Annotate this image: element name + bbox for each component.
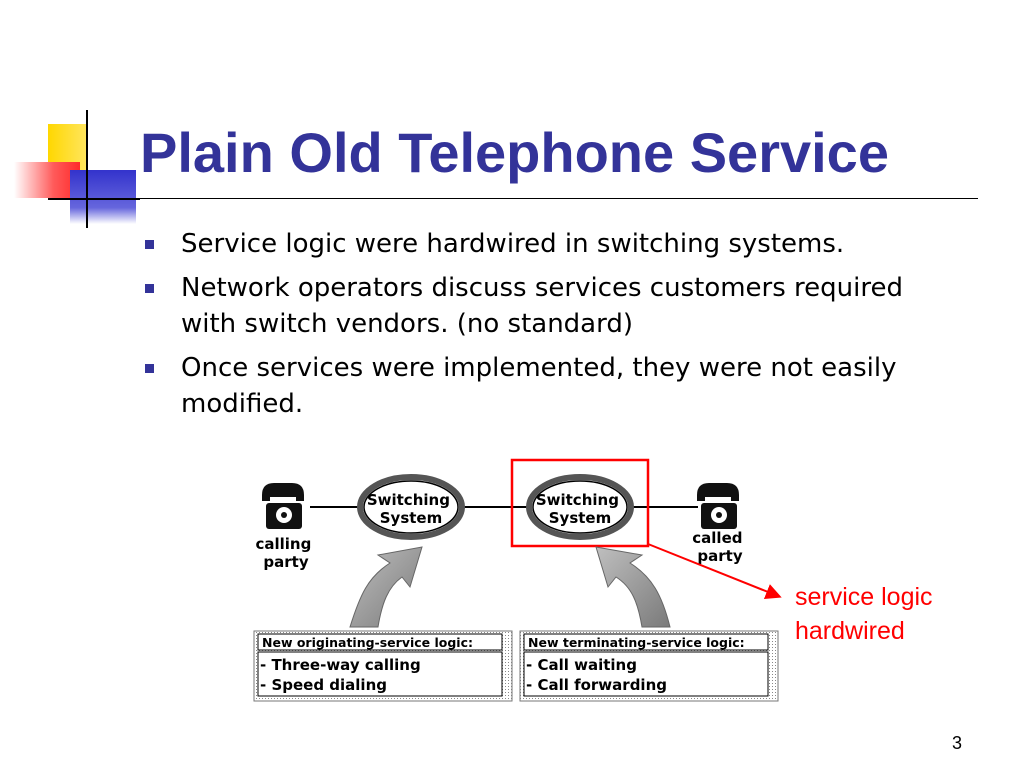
bullet-item: Network operators discuss services custo…	[145, 270, 965, 342]
deco-red-bar	[14, 162, 80, 198]
slide-title: Plain Old Telephone Service	[140, 121, 889, 184]
bullet-text: Service logic were hardwired in switchin…	[181, 229, 845, 259]
deco-vertical-line	[86, 110, 88, 228]
originating-box-header: New originating-service logic:	[262, 635, 473, 650]
terminating-item: - Call forwarding	[526, 676, 667, 694]
originating-item: - Speed dialing	[260, 676, 387, 694]
switching-system-left: Switching System	[357, 474, 465, 540]
deco-blue-square	[70, 170, 136, 224]
terminating-item: - Call waiting	[526, 656, 637, 674]
switching-system-right: Switching System	[526, 474, 634, 540]
callout-line: service logic	[795, 583, 933, 611]
calling-party-label: calling party	[255, 535, 316, 571]
terminating-box-header: New terminating-service logic:	[528, 635, 745, 650]
callout-line: hardwired	[795, 617, 905, 645]
corner-decoration	[10, 110, 140, 230]
called-phone-icon	[697, 483, 739, 529]
title-divider	[48, 198, 978, 199]
called-party-label: called party	[692, 529, 747, 565]
curved-arrow-left-icon	[349, 546, 423, 628]
callout-text: service logic hardwired	[795, 580, 933, 648]
callout-arrow-icon	[647, 543, 782, 599]
bullet-text: Network operators discuss services custo…	[181, 273, 903, 339]
bullet-square-icon	[145, 240, 154, 249]
originating-service-box: New originating-service logic: - Three-w…	[253, 630, 513, 702]
originating-item: - Three-way calling	[260, 656, 421, 674]
svg-text:Switching System: Switching System	[536, 491, 624, 527]
curved-arrow-right-icon	[595, 546, 671, 628]
bullet-square-icon	[145, 284, 154, 293]
highlight-box	[510, 458, 650, 548]
pots-diagram: calling party Switching System Switching…	[253, 458, 779, 702]
calling-phone-icon	[262, 483, 304, 529]
bullet-item: Service logic were hardwired in switchin…	[145, 226, 965, 262]
bullet-item: Once services were implemented, they wer…	[145, 350, 965, 422]
bullet-list: Service logic were hardwired in switchin…	[145, 226, 965, 430]
page-number: 3	[952, 733, 963, 753]
deco-horizontal-line	[48, 198, 140, 200]
terminating-service-box: New terminating-service logic: - Call wa…	[519, 630, 779, 702]
bullet-square-icon	[145, 364, 154, 373]
bullet-text: Once services were implemented, they wer…	[181, 353, 897, 419]
svg-text:Switching System: Switching System	[367, 491, 455, 527]
